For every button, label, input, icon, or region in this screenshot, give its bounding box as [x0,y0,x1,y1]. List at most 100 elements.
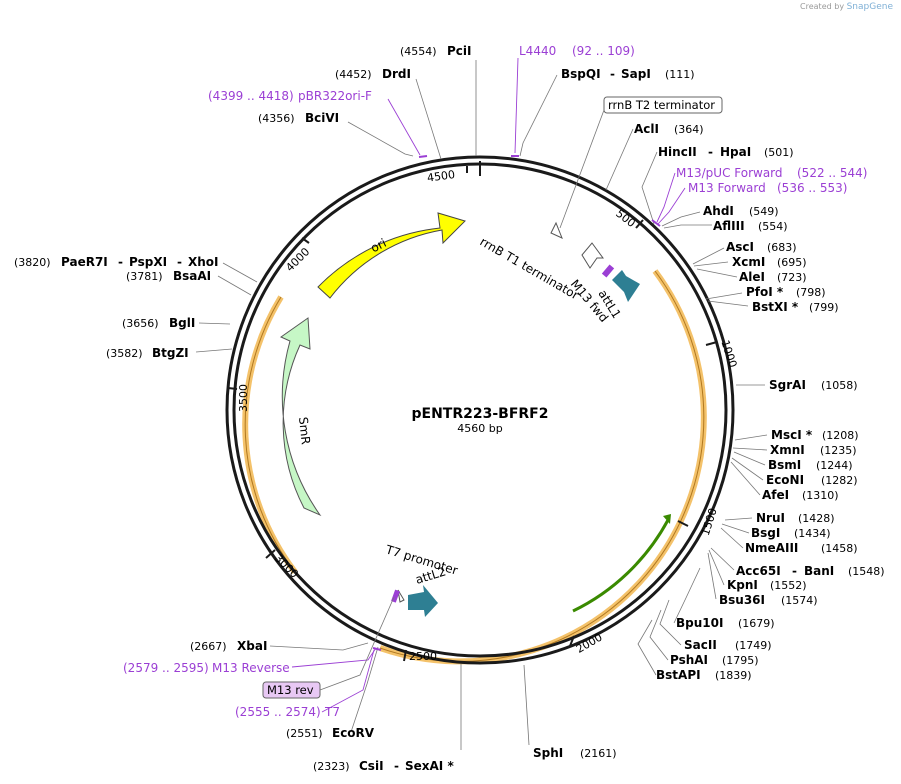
primer-m13puc-range: (522 .. 544) [797,166,867,180]
tick-3500: 3500 [237,384,250,412]
enzyme-pcii-name: PciI [447,44,472,58]
enzyme-bsu36i: Bsu36I (1574) [719,593,818,607]
enzyme-bstxi-name: BstXI * [752,300,799,314]
enzyme-pcii-pos: (4554) [400,45,437,58]
enzyme-bgli-pos: (3656) [122,317,159,330]
enzyme-csii-pos: (2323) [313,760,350,773]
enzyme-acli-name: AclI [634,122,659,136]
snapgene-logo: SnapGene [846,2,893,12]
enzyme-pfoi-pos: (798) [796,286,826,299]
enzyme-paer7i-name3: XhoI [188,255,219,269]
feature-label-ori: ori [368,236,388,256]
primer-pbr322-name: pBR322ori-F [298,89,372,103]
tick-4500: 4500 [426,168,456,185]
enzyme-kpni-pos: (1552) [770,579,807,592]
enzyme-bsgi: BsgI (1434) [751,526,831,540]
enzyme-pfoi-name: PfoI * [746,285,784,299]
enzyme-hincii-name: HincII [658,145,697,159]
t7-promoter-arrow [397,589,405,603]
enzyme-nrui: NruI (1428) [756,511,835,525]
enzyme-btgzi: (3582) BtgZI [106,346,189,360]
enzyme-bstapi: BstAPI (1839) [656,668,752,682]
primer-t7: (2555 .. 2574) T7 [235,705,340,719]
enzyme-bsgi-name: BsgI [751,526,780,540]
primer-pbr322: (4399 .. 4418) pBR322ori-F [208,89,372,103]
enzyme-pshai-pos: (1795) [722,654,759,667]
enzyme-acli-pos: (364) [674,123,704,136]
enzyme-acc65i: Acc65I - BanI (1548) [736,564,885,578]
credit-text: Created by [800,2,845,11]
enzyme-sacii-pos: (1749) [735,639,772,652]
enzyme-bsmi: BsmI (1244) [768,458,853,472]
enzyme-bsu36i-name: Bsu36I [719,593,765,607]
enzyme-paer7i-pos: (3820) [14,256,51,269]
primer-m13puc: M13/pUC Forward (522 .. 544) [676,166,867,180]
rrnb-t2-connector [559,109,605,229]
enzyme-xbai-name: XbaI [237,639,267,653]
enzyme-paer7i-name: PaeR7I [61,255,108,269]
enzyme-xcmi: XcmI (695) [732,255,807,269]
primer-m13puc-name: M13/pUC Forward [676,166,783,180]
enzyme-drdi: (4452) DrdI [335,67,411,81]
enzyme-sgrai: SgrAI (1058) [769,378,858,392]
enzyme-ecorv-name: EcoRV [332,726,375,740]
enzyme-bcivi: (4356) BciVI [258,111,339,125]
enzyme-alei-pos: (723) [777,271,807,284]
enzyme-acc65i-pos: (1548) [848,565,885,578]
primer-l4440-range: (92 .. 109) [572,44,635,58]
enzyme-hincii: HincII - HpaI (501) [658,145,794,159]
enzyme-bpu10i: Bpu10I (1679) [676,616,775,630]
enzyme-kpni: KpnI (1552) [727,578,807,592]
snapgene-credit: Created by SnapGene [800,2,893,12]
primer-m13rev-range: (2579 .. 2595) [123,661,209,675]
enzyme-nrui-name: NruI [756,511,785,525]
enzyme-bstapi-name: BstAPI [656,668,701,682]
enzyme-sacii-name: SacII [684,638,717,652]
enzyme-bspqi-name2: SapI [621,67,651,81]
primer-m13rev-name: M13 Reverse [212,661,290,675]
enzyme-ahdi-pos: (549) [749,205,779,218]
feature-label-rrnb-t1: rrnB T1 terminator [478,234,582,302]
rrnb-t2-label: rrnB T2 terminator [608,98,715,112]
enzyme-ahdi-name: AhdI [703,204,734,218]
smr-arrow [279,317,322,517]
primer-t7-range: (2555 .. 2574) [235,705,321,719]
enzyme-ecorv-pos: (2551) [286,727,323,740]
enzyme-bspqi-pos: (111) [665,68,695,81]
enzyme-sgrai-name: SgrAI [769,378,806,392]
enzyme-bspqi-sep: - [610,67,615,81]
enzyme-msci: MscI * (1208) [771,428,859,442]
enzyme-bcivi-name: BciVI [305,111,339,125]
rrnb-t2-box [603,96,723,114]
enzyme-aflii: AflIII (554) [713,219,788,233]
enzyme-csii-name2: SexAI * [405,759,454,773]
primer-m13fwd-range: (536 .. 553) [777,181,847,195]
enzyme-bstxi: BstXI * (799) [752,300,839,314]
primer-m13rev: (2579 .. 2595) M13 Reverse [123,661,290,675]
enzyme-acc65i-sep: - [792,564,797,578]
enzyme-xbai: (2667) XbaI [190,639,267,653]
enzyme-sgrai-pos: (1058) [821,379,858,392]
plasmid-length: 4560 bp [457,422,502,435]
m13-rev-label: M13 rev [267,683,314,697]
enzyme-btgzi-pos: (3582) [106,347,143,360]
enzyme-bstxi-pos: (799) [809,301,839,314]
primer-t7-name: T7 [324,705,340,719]
enzyme-drdi-name: DrdI [382,67,411,81]
enzyme-xmni-pos: (1235) [820,444,857,457]
enzyme-pcii: (4554) PciI [400,44,472,58]
ring-ticks [227,161,718,662]
enzyme-asci: AscI (683) [726,240,797,254]
plasmid-name: pENTR223-BFRF2 [412,406,549,422]
enzyme-bspqi: BspQI - SapI (111) [561,67,695,81]
enzyme-xcmi-name: XcmI [732,255,765,269]
orf-green-arc [572,519,670,613]
enzyme-afei-name: AfeI [762,488,789,502]
enzyme-sphi-pos: (2161) [580,747,617,760]
enzyme-bpu10i-pos: (1679) [738,617,775,630]
enzyme-msci-name: MscI * [771,428,813,442]
enzyme-paer7i-sep1: - [118,255,123,269]
orf-band-left-inner [244,296,296,573]
primer-site-marks [372,155,661,651]
